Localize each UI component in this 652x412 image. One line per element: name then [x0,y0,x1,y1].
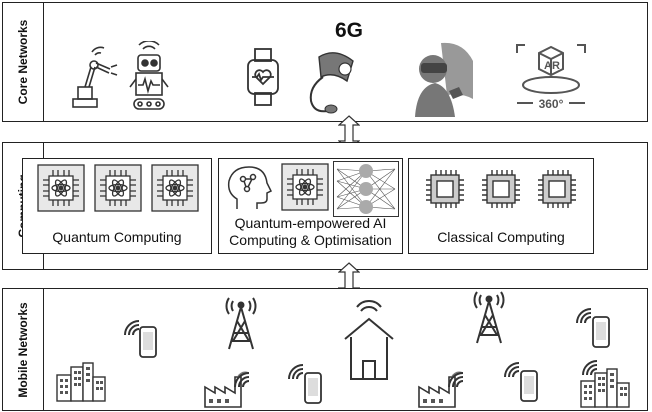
ar-label: AR [544,60,560,72]
quantum-computing-box: Quantum Computing [22,158,212,254]
network-title: 6G [335,19,364,42]
mobile-networks-label-cell: Mobile Networks [3,289,44,410]
blood-pressure-monitor-icon [309,52,354,114]
quantum-chip-icon [151,164,199,212]
core-networks-label: Core Networks [16,19,30,105]
classical-computing-label: Classical Computing [409,229,593,245]
core-networks-layer: Core Networks 6G [2,2,648,122]
quantum-computing-label-line: Quantum Computing [52,229,182,245]
smartwatch-icon [247,48,279,106]
ar-360-icon: AR 360° [516,44,586,111]
robot-icon [129,41,169,110]
vr-headset-icon [415,42,473,117]
quantum-ai-label: Quantum-empowered AI Computing & Optimis… [219,215,402,249]
quantum-chip-icon [37,164,85,212]
mobile-networks-layer: Mobile Networks [2,288,648,411]
ai-head-icon [227,166,273,209]
computing-layer: Computing [2,142,648,270]
classical-computing-box: Classical Computing [408,158,594,254]
mobile-scene [56,291,630,408]
robot-arm-icon [72,46,118,108]
quantum-computing-label: Quantum Computing [23,229,211,245]
ar-360-label: 360° [539,97,564,111]
cpu-chip-icon [426,170,464,208]
mobile-networks-label: Mobile Networks [16,301,30,398]
quantum-chip-icon [94,164,142,212]
core-networks-label-cell: Core Networks [3,3,44,121]
cpu-chip-icon [482,170,520,208]
neural-network-icon [333,161,399,217]
classical-computing-label-line: Classical Computing [437,229,565,245]
quantum-chip-icon [281,163,329,211]
quantum-ai-box: Quantum-empowered AI Computing & Optimis… [218,158,403,254]
quantum-ai-label-line-2: Computing & Optimisation [229,232,392,248]
cpu-chip-icon [538,170,576,208]
quantum-ai-label-line-1: Quantum-empowered AI [234,215,387,231]
